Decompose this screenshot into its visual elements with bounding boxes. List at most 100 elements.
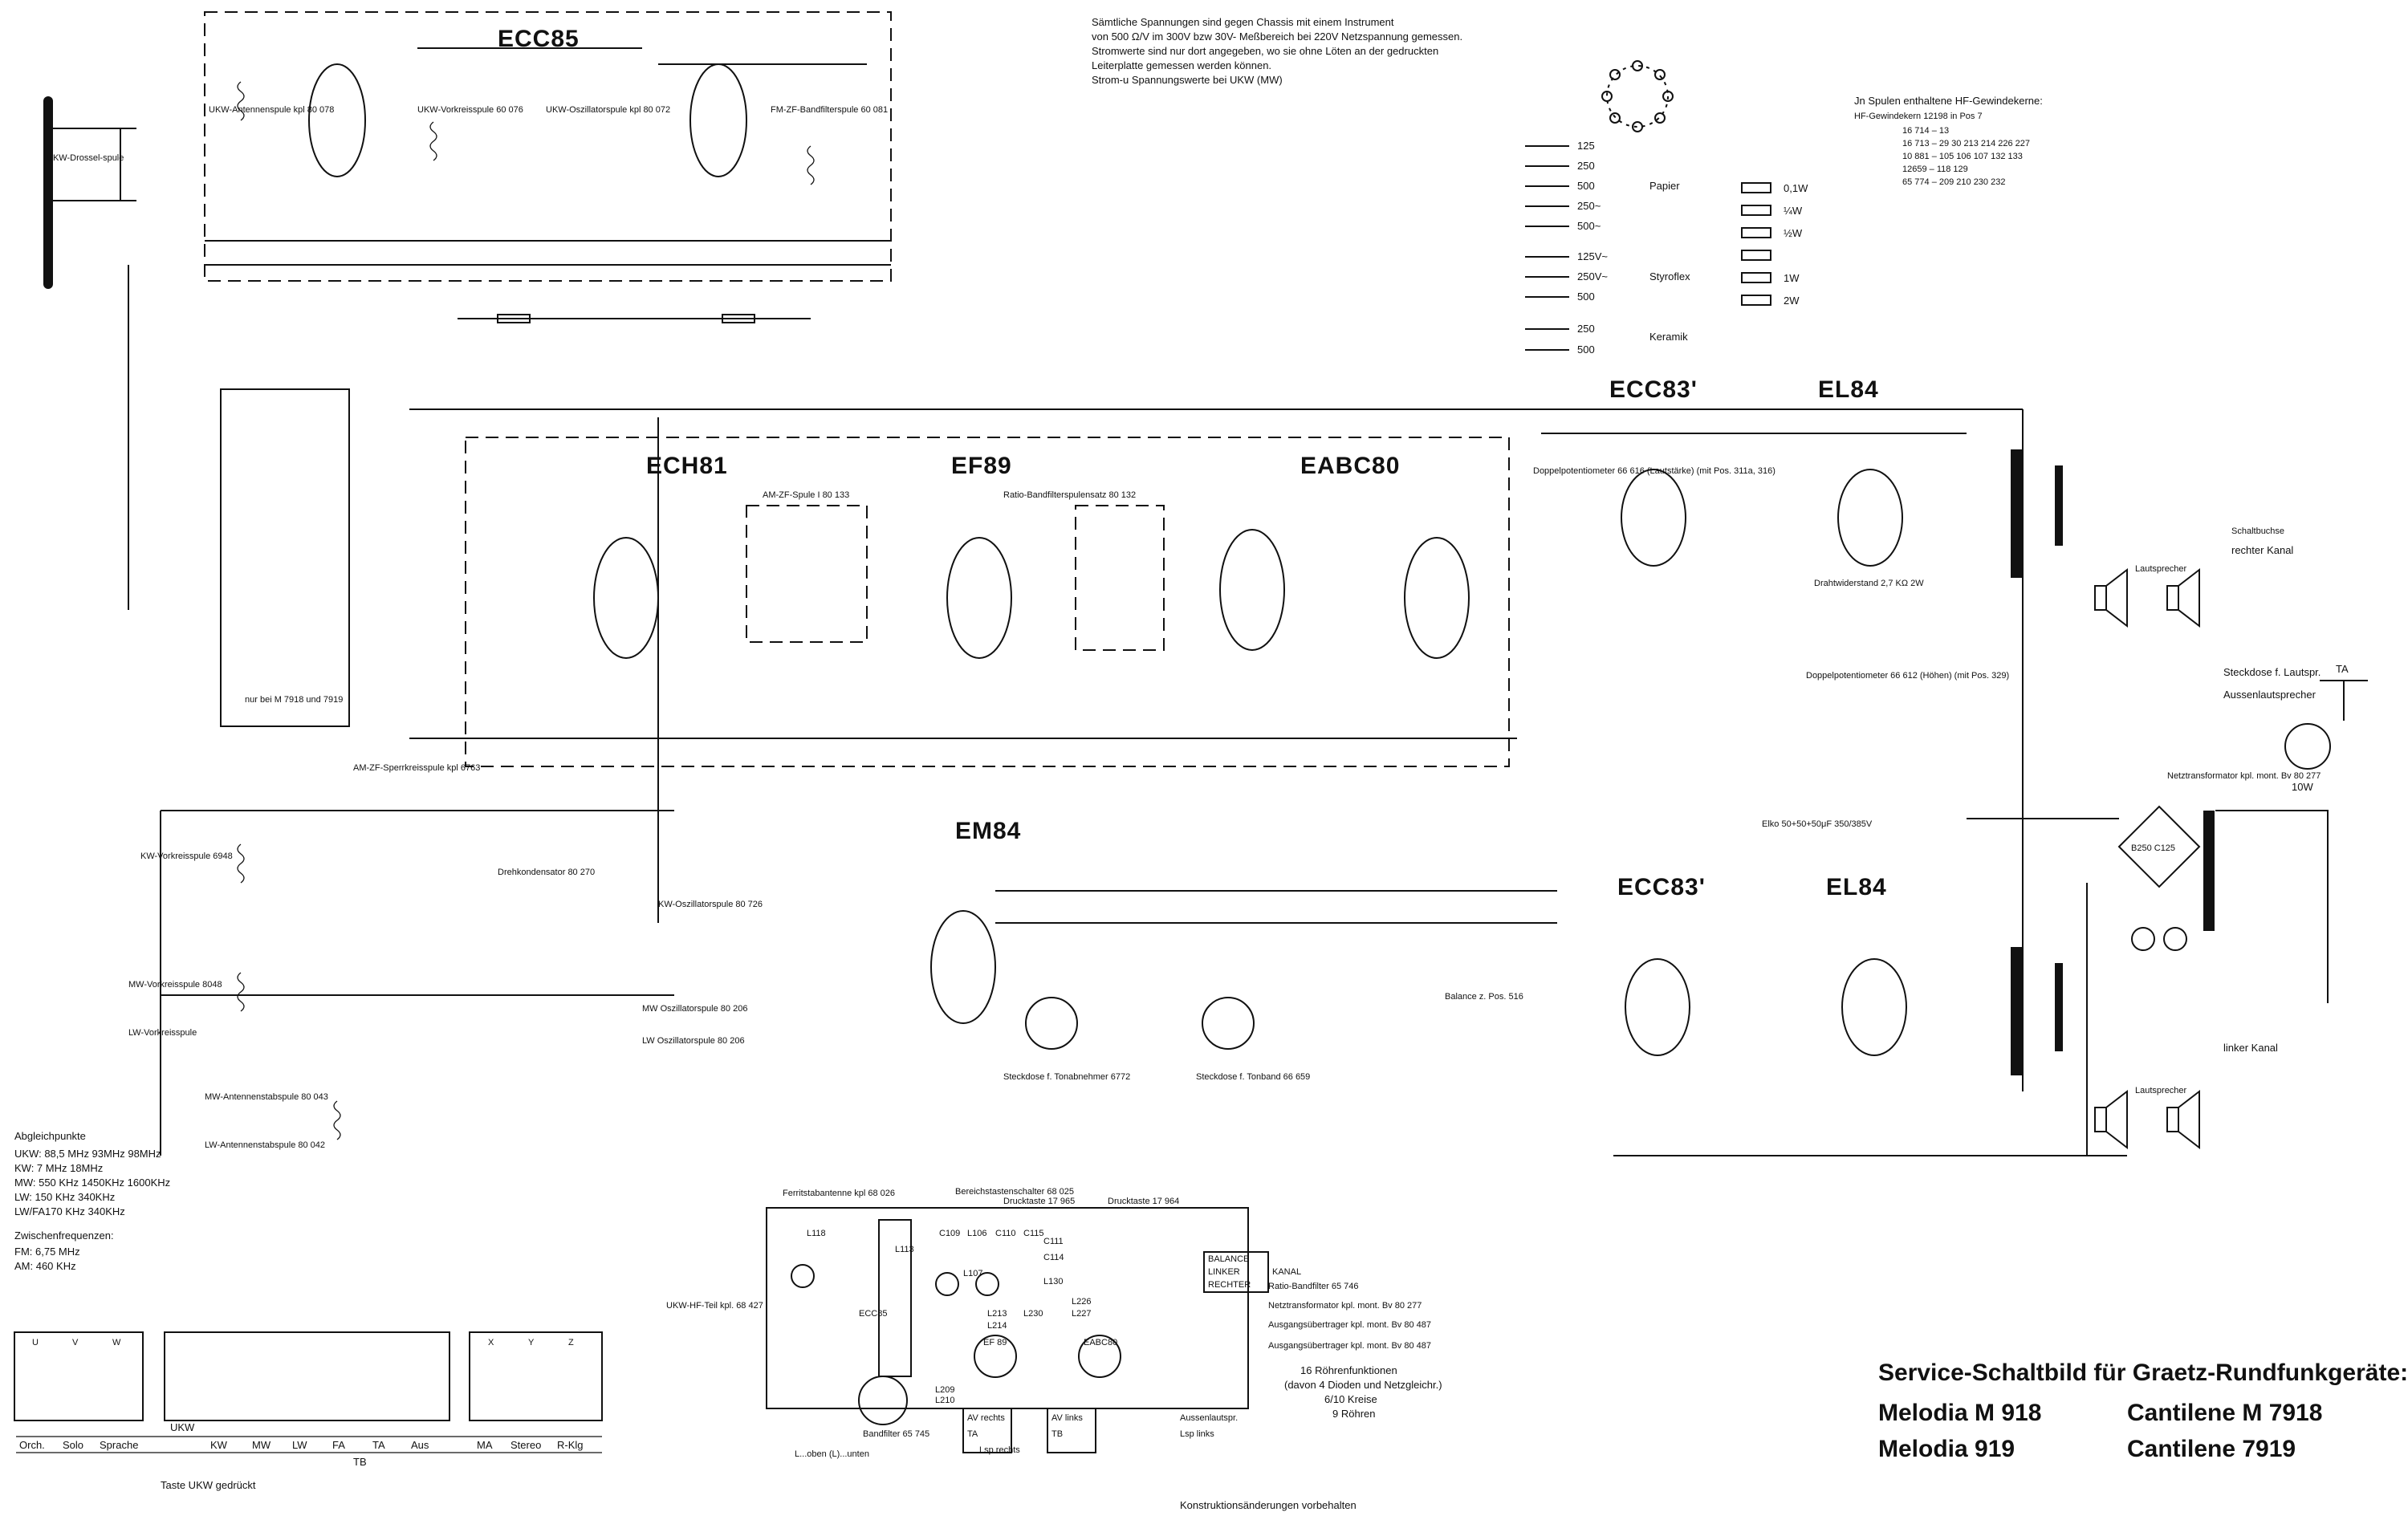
em84-section: EM84 Steckdose f. Tonabnehmer 6772 Steck…	[930, 818, 1557, 1082]
chassis-callout: Drucktaste 17 964	[1108, 1197, 1179, 1206]
group-label: W	[112, 1338, 121, 1347]
lw-osz-label: LW Oszillatorspule 80 206	[642, 1036, 745, 1046]
freq-row: UKW: 88,5 MHz 93MHz 98MHz	[14, 1148, 161, 1160]
av-rechts-box	[962, 1408, 1012, 1453]
chassis-label: LINKER	[1208, 1267, 1240, 1277]
key-label: Solo	[63, 1439, 83, 1451]
freq-row: LW/FA170 KHz 340KHz	[14, 1205, 125, 1217]
coil-can	[935, 1272, 959, 1296]
key-label: R-Klg	[557, 1439, 584, 1451]
chassis-label: L118	[807, 1229, 826, 1238]
tube-label-el84-lower: EL84	[1826, 874, 1887, 900]
em84-tube	[930, 910, 996, 1024]
key-label: MW	[252, 1439, 271, 1451]
am-section: KW-Vorkreisspule 6948 MW-Vorkreisspule 8…	[128, 388, 763, 1156]
tube-function-line: 6/10 Kreise	[1324, 1393, 1377, 1405]
title-headline: Service-Schaltbild für Graetz-Rundfunkge…	[1878, 1360, 2408, 1386]
ecc85-tube-right	[689, 63, 747, 177]
ukw-antenna-label: UKW-Antennenspule kpl 80 078	[209, 105, 334, 115]
tuner-wires	[205, 47, 891, 266]
speakers: Lautsprecher Lautsprecher Schaltbuchse r…	[2094, 526, 2368, 1150]
note-line-4: Leiterplatte gemessen werden können.	[1092, 59, 1271, 71]
chassis-label: TB	[1051, 1429, 1063, 1439]
chassis-callout: Ausgangsübertrager kpl. mont. Bv 80 487	[1268, 1341, 1431, 1351]
ratio-label: Ratio-Bandfilterspulensatz 80 132	[1003, 490, 1136, 500]
mw-osz-label: MW Oszillatorspule 80 206	[642, 1004, 747, 1014]
chassis-label: C110	[995, 1229, 1015, 1238]
mains-plug-icon	[2320, 680, 2368, 721]
cap-legend-item: 125	[1577, 140, 1595, 152]
key-label: Orch.	[19, 1439, 45, 1451]
rectifier-label: B250 C125	[2131, 843, 2175, 853]
chassis-label: C109	[939, 1229, 960, 1238]
hf-cores-table: Jn Spulen enthaltene HF-Gewindekerne: HF…	[1854, 95, 2043, 187]
el84-upper-tube	[1837, 469, 1903, 567]
chassis-label: L107	[963, 1269, 982, 1278]
speaker-icon	[2094, 1089, 2128, 1150]
speaker-icon	[2166, 567, 2200, 628]
note-line-3: Stromwerte sind nur dort angegeben, wo s…	[1092, 45, 1438, 57]
power-lamp-icon	[2284, 723, 2331, 770]
speaker-icon	[2094, 567, 2128, 628]
eabc80-tube-a	[1219, 529, 1285, 651]
chassis-label: L210	[935, 1396, 954, 1405]
em84-wires	[995, 890, 1557, 924]
tube-function-line: (davon 4 Dioden und Netzgleichr.)	[1284, 1379, 1442, 1391]
chassis-label: AV rechts	[967, 1413, 1005, 1423]
speaker-icon	[2166, 1089, 2200, 1150]
cap-legend-rows	[1525, 145, 1569, 351]
if-main-wires	[409, 408, 1517, 923]
am-zf-filter-box	[746, 505, 868, 643]
chassis-callout: Lsp links	[1180, 1429, 1214, 1439]
switch-panel: U V W X Y Z Orch. Solo Sprache UKW KW MW…	[14, 1331, 603, 1491]
chassis-layout: BALANCE LINKER RECHTER KANAL L118 C109 L…	[666, 1187, 1431, 1459]
if-chain-section: ECH81 EF89 EABC80 AM-ZF-Spule I 80 133 R…	[409, 408, 1775, 923]
ecc85-tube-left	[308, 63, 366, 177]
mains-transformer-core	[2203, 811, 2215, 931]
kw-coil	[237, 843, 245, 884]
if-dashed-frame	[465, 437, 1510, 767]
ukw-vorkreis-label: UKW-Vorkreisspule 60 076	[417, 105, 523, 115]
switch-block-xyz	[469, 1331, 603, 1421]
freq-row: KW: 7 MHz 18MHz	[14, 1162, 103, 1174]
dual-pot-hoehen-label: Doppelpotentiometer 66 612 (Höhen) (mit …	[1806, 671, 2009, 681]
antenna-feed	[53, 128, 136, 201]
tube-label-eabc80: EABC80	[1300, 453, 1400, 479]
title-block: Service-Schaltbild für Graetz-Rundfunkge…	[1878, 1360, 2408, 1462]
chassis-label: BALANCE	[1208, 1254, 1249, 1264]
coil-can	[791, 1264, 815, 1288]
el84-lower-tube	[1841, 958, 1907, 1056]
group-label: Z	[568, 1338, 574, 1347]
drossel-label: Drahtwiderstand 2,7 KΩ 2W	[1814, 579, 1924, 588]
tube-function-line: 16 Röhrenfunktionen	[1300, 1364, 1397, 1376]
key-label: TA	[372, 1439, 385, 1451]
res-legend-item: 0,1W	[1784, 182, 1808, 194]
hf-core-row: 16 713 – 29 30 213 214 226 227	[1902, 139, 2030, 148]
model-name: Melodia 919	[1878, 1436, 2015, 1462]
cap-legend-item: 500	[1577, 291, 1595, 303]
dial-lamp-icon	[2131, 927, 2155, 951]
tube-socket	[974, 1335, 1017, 1378]
am-zf-label: AM-ZF-Spule I 80 133	[763, 490, 849, 500]
ukw-vorkreis-coil	[429, 121, 437, 161]
model-name: Melodia M 918	[1878, 1400, 2041, 1426]
chassis-label: EABC80	[1084, 1338, 1117, 1347]
lw-label: LW-Vorkreisspule	[128, 1028, 197, 1038]
ef89-tube	[946, 537, 1012, 659]
chassis-label: RECHTER	[1208, 1280, 1251, 1290]
chassis-label: AV links	[1051, 1413, 1083, 1423]
fm-zf-label: FM-ZF-Bandfilterspule 60 081	[771, 105, 888, 115]
chassis-label: C111	[1043, 1237, 1064, 1246]
elko-label: Elko 50+50+50μF 350/385V	[1762, 819, 1873, 829]
ratio-filter-box	[1075, 505, 1165, 651]
cap-legend-item: 250~	[1577, 200, 1601, 212]
dual-pot-label: Doppelpotentiometer 66 616 (Lautstärke) …	[1533, 466, 1775, 476]
drehko-label: Drehkondensator 80 270	[498, 868, 595, 877]
key-label: KW	[210, 1439, 228, 1451]
cap-legend-item: 500	[1577, 343, 1595, 356]
tube-socket	[858, 1376, 908, 1425]
switch-caption: Taste UKW gedrückt	[161, 1479, 256, 1491]
chassis-label: L113	[895, 1245, 914, 1254]
af-lower-wires	[1613, 883, 2127, 1156]
chassis-callout: Ausgangsübertrager kpl. mont. Bv 80 487	[1268, 1320, 1431, 1330]
